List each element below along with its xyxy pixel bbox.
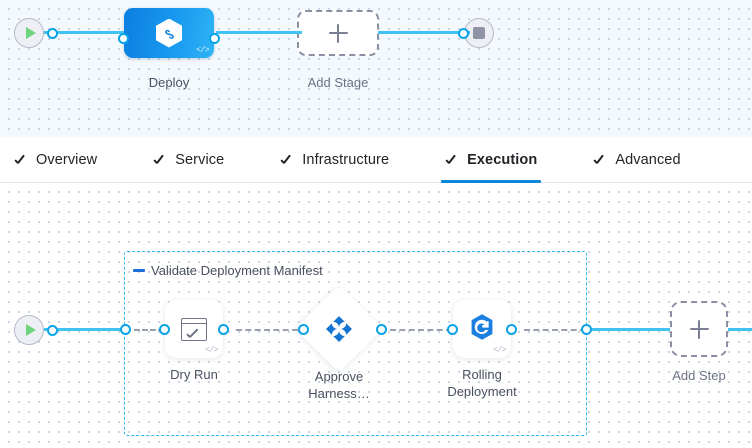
collapse-minus-icon[interactable]: [133, 269, 145, 272]
rolling-deployment-icon: [467, 312, 497, 347]
pipeline-start-node[interactable]: [14, 18, 58, 48]
pipeline-end-node[interactable]: [458, 18, 494, 48]
step-code-badge[interactable]: </>: [493, 346, 506, 355]
tab-service[interactable]: Service: [149, 137, 246, 182]
step-group-header[interactable]: Validate Deployment Manifest: [133, 263, 323, 278]
dry-run-out-port[interactable]: [218, 324, 229, 335]
stage-code-badge[interactable]: </>: [196, 46, 209, 55]
step-node-rolling-deployment[interactable]: </> Rolling Deployment: [447, 300, 517, 399]
check-icon: [14, 153, 27, 166]
link-deploy-to-addstage: [216, 31, 302, 34]
link-group-to-addstep: [590, 328, 670, 331]
step-node-approve-harness[interactable]: Approve Harness…: [295, 285, 387, 401]
deploy-out-port[interactable]: [209, 33, 220, 44]
step-label-rolling-deployment: Rolling Deployment: [447, 367, 517, 399]
rolling-in-port[interactable]: [447, 324, 458, 335]
link-addstep-onward: [728, 328, 752, 331]
plus-icon: [689, 319, 709, 339]
approval-diamond-card[interactable]: [295, 285, 383, 373]
tab-label: Execution: [467, 151, 538, 168]
play-icon: [25, 27, 36, 39]
check-icon: [593, 153, 606, 166]
execution-start-out-port[interactable]: [47, 325, 58, 336]
step-group-label: Validate Deployment Manifest: [151, 263, 323, 278]
start-circle: [14, 315, 44, 345]
tab-overview[interactable]: Overview: [10, 137, 119, 182]
execution-canvas[interactable]: Validate Deployment Manifest </>: [0, 183, 752, 448]
harness-approval-icon: [324, 314, 354, 344]
tab-label: Overview: [36, 151, 98, 168]
stage-config-tabs: Overview Service Infrastructure Executio…: [0, 137, 752, 183]
tab-advanced[interactable]: Advanced: [589, 137, 702, 182]
add-stage-label: Add Stage: [307, 75, 369, 90]
group-in-port[interactable]: [120, 324, 131, 335]
tab-label: Service: [175, 151, 225, 168]
step-code-badge[interactable]: </>: [205, 346, 218, 355]
stage-label-deploy: Deploy: [148, 75, 190, 90]
link-rolling-to-groupend: [524, 329, 586, 331]
deploy-in-port[interactable]: [118, 33, 129, 44]
execution-start-node[interactable]: [14, 315, 58, 345]
end-in-port[interactable]: [458, 28, 469, 39]
harness-deploy-hexagon-icon: [156, 18, 182, 48]
check-icon: [445, 153, 458, 166]
link-start-to-group: [44, 328, 126, 331]
step-group-validate-deployment-manifest[interactable]: [124, 251, 587, 436]
step-label-approve-harness: Approve Harness…: [308, 369, 370, 401]
stage-canvas[interactable]: </> Deploy Add Stage: [0, 0, 752, 137]
add-stage-node[interactable]: Add Stage: [297, 10, 379, 90]
add-stage-box[interactable]: [297, 10, 379, 56]
link-dryrun-to-approve: [236, 329, 298, 331]
tab-label: Advanced: [615, 151, 681, 168]
start-circle: [14, 18, 44, 48]
tab-infrastructure[interactable]: Infrastructure: [276, 137, 411, 182]
step-card[interactable]: </>: [453, 300, 511, 358]
approve-out-port[interactable]: [376, 324, 387, 335]
group-out-port[interactable]: [581, 324, 592, 335]
step-label-dry-run: Dry Run: [170, 367, 218, 382]
tab-label: Infrastructure: [302, 151, 390, 168]
stage-card[interactable]: </>: [124, 8, 214, 58]
add-step-node[interactable]: Add Step: [670, 301, 728, 383]
dry-run-in-port[interactable]: [159, 324, 170, 335]
script-check-icon: [181, 317, 207, 341]
add-step-label: Add Step: [672, 368, 726, 383]
approve-in-port[interactable]: [298, 324, 309, 335]
link-start-to-deploy: [44, 31, 124, 34]
step-card[interactable]: </>: [165, 300, 223, 358]
stage-node-deploy[interactable]: </> Deploy: [118, 8, 220, 90]
plus-icon: [328, 23, 348, 43]
step-node-dry-run[interactable]: </> Dry Run: [159, 300, 229, 382]
link-approve-to-rolling: [390, 329, 452, 331]
stop-icon: [473, 27, 485, 39]
link-addstage-to-end: [378, 31, 470, 34]
rolling-out-port[interactable]: [506, 324, 517, 335]
add-step-box[interactable]: [670, 301, 728, 357]
tab-execution[interactable]: Execution: [441, 137, 559, 183]
check-icon: [153, 153, 166, 166]
link-group-to-dryrun: [134, 329, 164, 331]
play-icon: [25, 324, 36, 336]
check-icon: [280, 153, 293, 166]
start-out-port[interactable]: [47, 28, 58, 39]
